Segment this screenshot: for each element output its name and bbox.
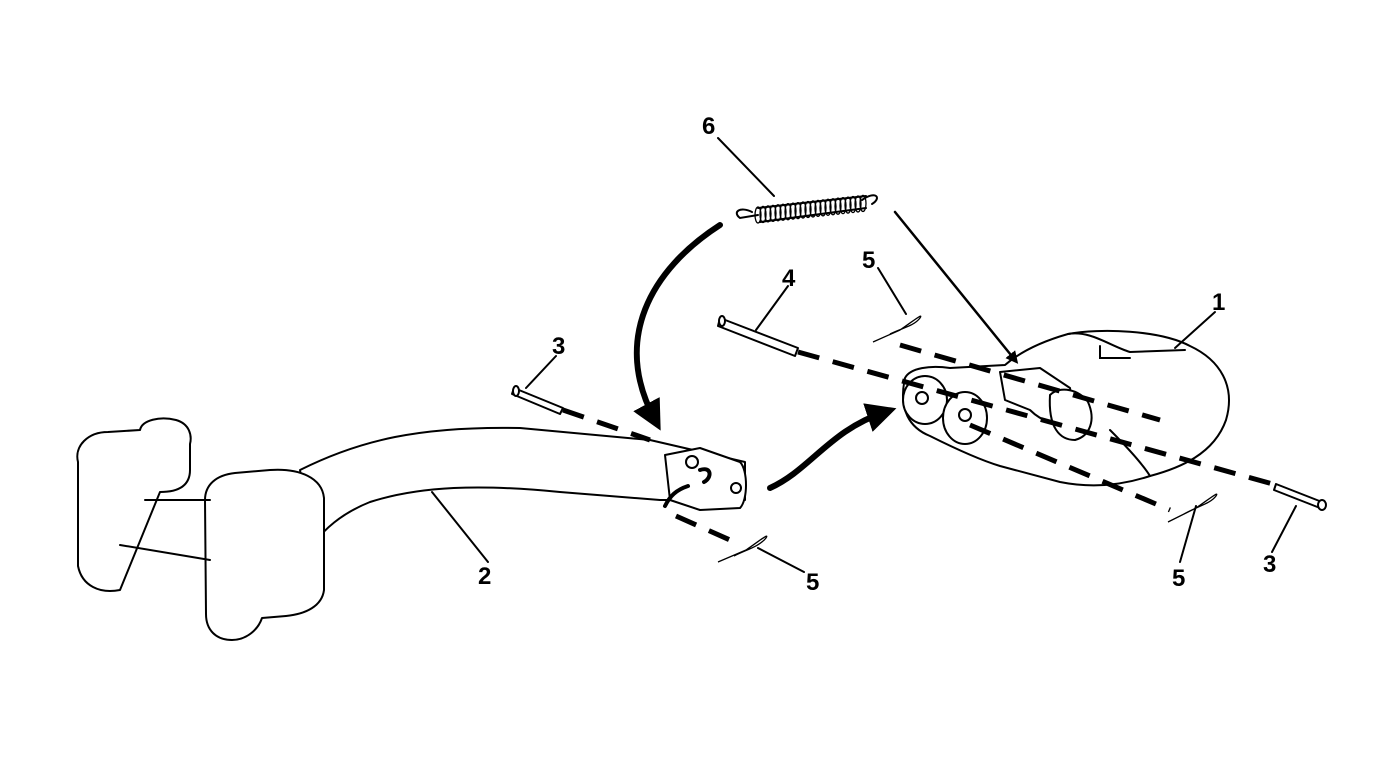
callout-part-3-right: 3 bbox=[1263, 551, 1276, 578]
callout-part-5-bottom-left: 5 bbox=[806, 569, 819, 596]
pedal-arm-assembly bbox=[76, 417, 747, 641]
hair-pin-clip-top bbox=[872, 315, 922, 343]
clevis-pin-left bbox=[511, 385, 564, 415]
clevis-pin-right bbox=[1273, 483, 1327, 511]
assembly-arrows bbox=[633, 210, 1019, 491]
callout-part-5-top: 5 bbox=[862, 247, 875, 274]
hair-pin-clip-bottom-left bbox=[717, 535, 768, 563]
callout-part-4: 4 bbox=[782, 265, 796, 292]
assembly-dashed-lines bbox=[562, 342, 1281, 543]
callout-labels: 1 2 3 3 4 5 5 5 6 bbox=[478, 113, 1276, 596]
callout-part-1: 1 bbox=[1212, 289, 1225, 316]
callout-part-5-bottom-right: 5 bbox=[1172, 565, 1185, 592]
leader-lines bbox=[431, 137, 1297, 573]
return-spring bbox=[735, 194, 878, 224]
callout-part-2: 2 bbox=[478, 563, 491, 590]
pedal-bracket-housing bbox=[902, 329, 1230, 487]
callout-part-6: 6 bbox=[702, 113, 715, 140]
clevis-pin-long bbox=[717, 315, 799, 357]
callout-part-3-left: 3 bbox=[552, 333, 565, 360]
